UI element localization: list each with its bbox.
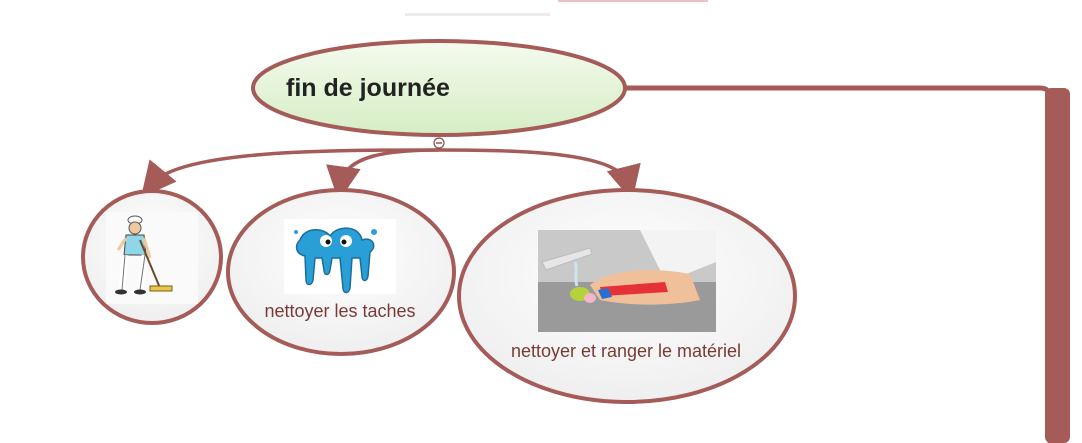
branch-line-2 [326, 148, 440, 202]
branch-line-3 [438, 148, 641, 201]
child-node-3-label: nettoyer et ranger le matériel [510, 341, 742, 361]
washing-photo-image [538, 230, 716, 332]
parent-connector-trunk [1045, 88, 1070, 443]
header-fragment [405, 13, 550, 16]
paint-splash-image [284, 219, 396, 294]
sweeper-image [106, 212, 198, 304]
branch-line-1 [140, 148, 440, 198]
root-node[interactable] [251, 39, 627, 137]
header-fragment-accent [558, 0, 708, 2]
child-node-2-label: nettoyer les taches [264, 301, 416, 321]
root-node-label: fin de journée [286, 74, 450, 102]
